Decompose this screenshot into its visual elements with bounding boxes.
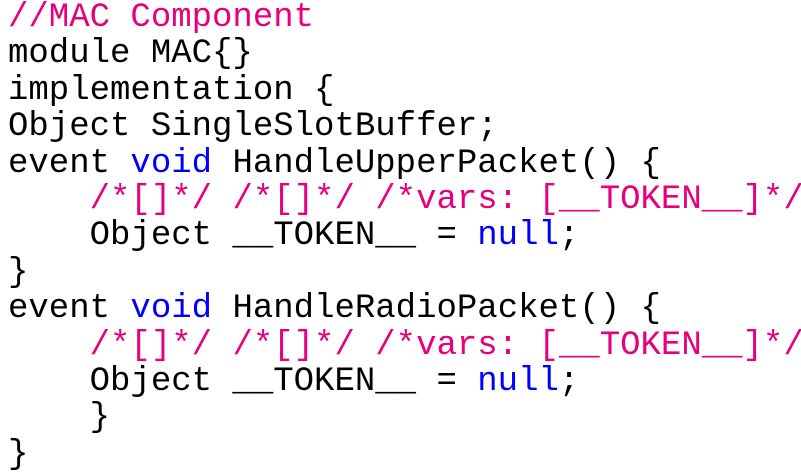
plain-token: ; <box>558 217 580 256</box>
plain-token: module MAC{} <box>8 35 253 74</box>
plain-token: } <box>8 253 29 292</box>
plain-token: Object __TOKEN__ = <box>8 217 478 256</box>
code-line: Object __TOKEN__ = null; <box>8 364 801 400</box>
plain-token: } <box>8 399 111 438</box>
plain-token: HandleUpperPacket() { <box>212 144 661 183</box>
keyword-token: null <box>477 362 559 401</box>
code-line: } <box>8 255 801 291</box>
keyword-token: void <box>130 290 213 329</box>
code-line: implementation { <box>8 73 801 109</box>
plain-token: Object SingleSlotBuffer; <box>8 108 498 147</box>
comment-token: /*[]*/ /*[]*/ /*vars: [__TOKEN__]*/ <box>89 326 801 365</box>
comment-token: /*[]*/ /*[]*/ /*vars: [__TOKEN__]*/ <box>89 180 801 219</box>
code-line: } <box>8 400 801 436</box>
plain-token <box>8 327 90 365</box>
code-line: Object __TOKEN__ = null; <box>8 218 801 254</box>
comment-token: //MAC Component <box>8 0 315 37</box>
code-line: event void HandleRadioPacket() { <box>8 291 801 327</box>
code-line: Object SingleSlotBuffer; <box>8 109 801 145</box>
plain-token: Object __TOKEN__ = <box>8 362 478 401</box>
code-line: } <box>8 435 801 474</box>
code-line: /*[]*/ /*[]*/ /*vars: [__TOKEN__]*/ <box>8 326 801 365</box>
plain-token: event <box>8 290 131 329</box>
keyword-token: null <box>477 217 559 256</box>
plain-token: ; <box>558 362 580 401</box>
plain-token: HandleRadioPacket() { <box>212 290 661 329</box>
plain-token: event <box>8 144 131 183</box>
code-line: event void HandleUpperPacket() { <box>8 144 801 183</box>
code-line: /*[]*/ /*[]*/ /*vars: [__TOKEN__]*/ <box>8 182 801 218</box>
keyword-token: void <box>130 144 213 183</box>
plain-token: implementation { <box>8 71 335 110</box>
code-line: module MAC{} <box>8 36 801 72</box>
code-line: //MAC Component <box>8 0 801 36</box>
plain-token <box>8 181 90 219</box>
plain-token: } <box>8 435 29 474</box>
